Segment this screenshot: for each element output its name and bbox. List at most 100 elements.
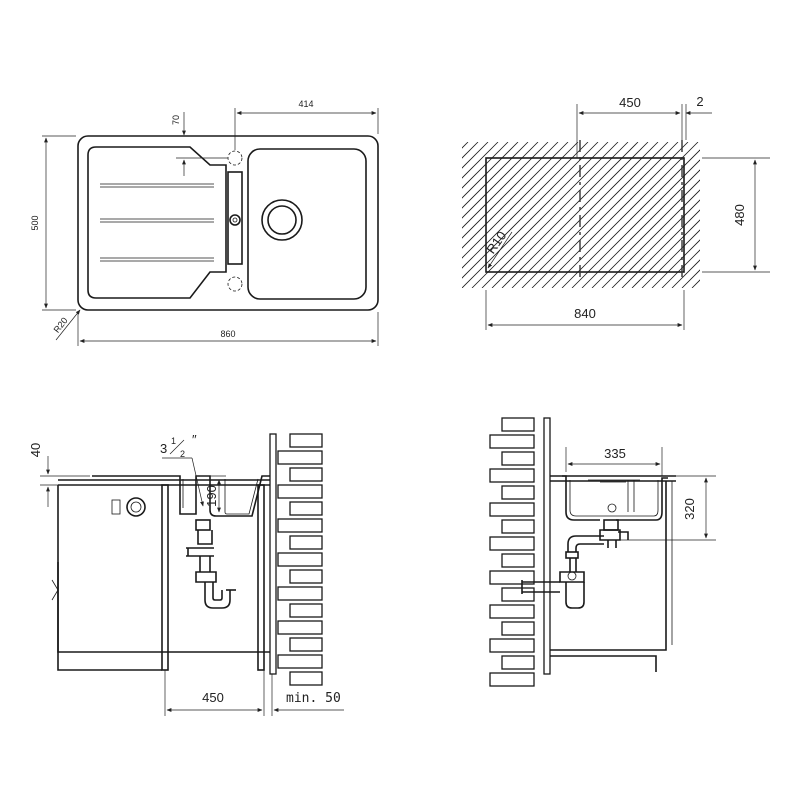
drain-inner bbox=[267, 205, 297, 235]
hatch-line bbox=[712, 142, 800, 288]
sink-profile bbox=[92, 475, 270, 517]
pipe-vertical bbox=[569, 558, 577, 572]
hatch-line bbox=[302, 142, 448, 288]
brick bbox=[289, 467, 323, 482]
trap-bend bbox=[565, 582, 585, 609]
control-knob-inner bbox=[130, 501, 142, 513]
brick bbox=[289, 433, 323, 448]
hatch-line bbox=[462, 142, 609, 288]
hatch-line bbox=[501, 142, 649, 288]
sink-top-view: 500 860 414 70 R20 bbox=[30, 99, 379, 346]
corner-radius-label: R20 bbox=[52, 316, 70, 335]
siphon-body bbox=[559, 571, 585, 583]
drain-outer bbox=[261, 199, 303, 241]
drain-plug bbox=[607, 503, 617, 513]
cabinet-plinth bbox=[57, 562, 162, 671]
hatch-line bbox=[591, 142, 700, 288]
depth-label: 500 bbox=[30, 215, 40, 230]
trap-bend bbox=[204, 582, 231, 609]
control-knob bbox=[126, 497, 146, 517]
drain-tail bbox=[599, 529, 621, 548]
brick bbox=[501, 553, 535, 568]
brick bbox=[501, 587, 535, 602]
hatch-line bbox=[581, 142, 700, 288]
hatch-line bbox=[661, 142, 700, 288]
sink-inner-profile bbox=[569, 480, 659, 517]
wall-face bbox=[543, 417, 551, 675]
wall-outlet bbox=[521, 580, 560, 594]
brick bbox=[289, 501, 323, 516]
brick bbox=[489, 502, 535, 517]
hatch-line bbox=[631, 142, 700, 288]
overflow-hole-inner bbox=[232, 217, 238, 223]
bowl-depth-label: 190 bbox=[204, 485, 219, 507]
brick-wall-right bbox=[489, 417, 551, 687]
cutout-outline bbox=[485, 157, 685, 273]
drainer-area bbox=[87, 146, 227, 299]
brick bbox=[277, 552, 323, 567]
cabinet-left-panel bbox=[161, 484, 169, 671]
countertop bbox=[550, 475, 676, 482]
hatch-line bbox=[481, 142, 629, 288]
brick bbox=[277, 586, 323, 601]
hatch-line bbox=[462, 142, 479, 288]
brick bbox=[277, 484, 323, 499]
brick bbox=[289, 603, 323, 618]
cabinet-right-panel bbox=[257, 484, 265, 671]
brick bbox=[501, 519, 535, 534]
brick-wall-left bbox=[269, 433, 323, 686]
brick bbox=[277, 450, 323, 465]
hatch-line bbox=[611, 142, 700, 288]
sink-profile bbox=[562, 475, 668, 521]
tap-offset-label: 70 bbox=[171, 115, 181, 125]
sink-inner-profile bbox=[182, 478, 259, 515]
hatch-line bbox=[702, 142, 800, 288]
brick bbox=[501, 655, 535, 670]
hatch-line bbox=[312, 142, 458, 288]
drain-body bbox=[603, 519, 619, 531]
drain-size-label: 3 bbox=[160, 441, 167, 456]
pipe-elbow bbox=[565, 551, 579, 559]
horizontal-pipe bbox=[567, 535, 604, 552]
hatch-line bbox=[462, 142, 469, 288]
trap-nut bbox=[567, 571, 577, 581]
hatch-line bbox=[671, 142, 700, 288]
bowl-offset-label: 414 bbox=[298, 99, 313, 109]
bowl-width-label: 335 bbox=[604, 446, 626, 461]
hatch-line bbox=[462, 142, 489, 288]
brick bbox=[289, 569, 323, 584]
side-section-left: 40 3 1 2 ″ 190 450 min. 50 bbox=[28, 432, 344, 716]
hatch-line bbox=[561, 142, 700, 288]
hatch-line bbox=[462, 142, 509, 288]
brick bbox=[489, 638, 535, 653]
base-cabinet bbox=[550, 481, 667, 672]
hatch-line bbox=[511, 142, 659, 288]
brick bbox=[501, 417, 535, 432]
cabinet-width-label: 450 bbox=[202, 690, 224, 705]
hatch-line bbox=[462, 142, 549, 288]
hatch-line bbox=[641, 142, 700, 288]
cutout-hatching bbox=[302, 142, 800, 288]
siphon-body bbox=[195, 556, 217, 583]
hatch-line bbox=[521, 142, 669, 288]
drain-size-annotation: 3 1 2 ″ bbox=[160, 432, 204, 507]
width-label: 840 bbox=[574, 306, 596, 321]
drain-fraction-denominator: 2 bbox=[180, 449, 185, 459]
brick bbox=[501, 485, 535, 500]
overflow-connector bbox=[618, 531, 629, 540]
installation-depth-label: 320 bbox=[682, 498, 697, 520]
brick bbox=[489, 468, 535, 483]
control-panel bbox=[111, 499, 121, 515]
offset-label: 450 bbox=[619, 95, 641, 110]
brick bbox=[489, 604, 535, 619]
bowl-outline bbox=[247, 148, 367, 300]
brick bbox=[289, 637, 323, 652]
drain-fraction-numerator: 1 bbox=[171, 436, 176, 446]
drain-fraction-unit: ″ bbox=[192, 432, 197, 447]
hatch-line bbox=[462, 142, 529, 288]
gap-label: 2 bbox=[696, 94, 703, 109]
hatch-line bbox=[462, 142, 499, 288]
hatch-line bbox=[601, 142, 700, 288]
hatch-line bbox=[462, 142, 599, 288]
